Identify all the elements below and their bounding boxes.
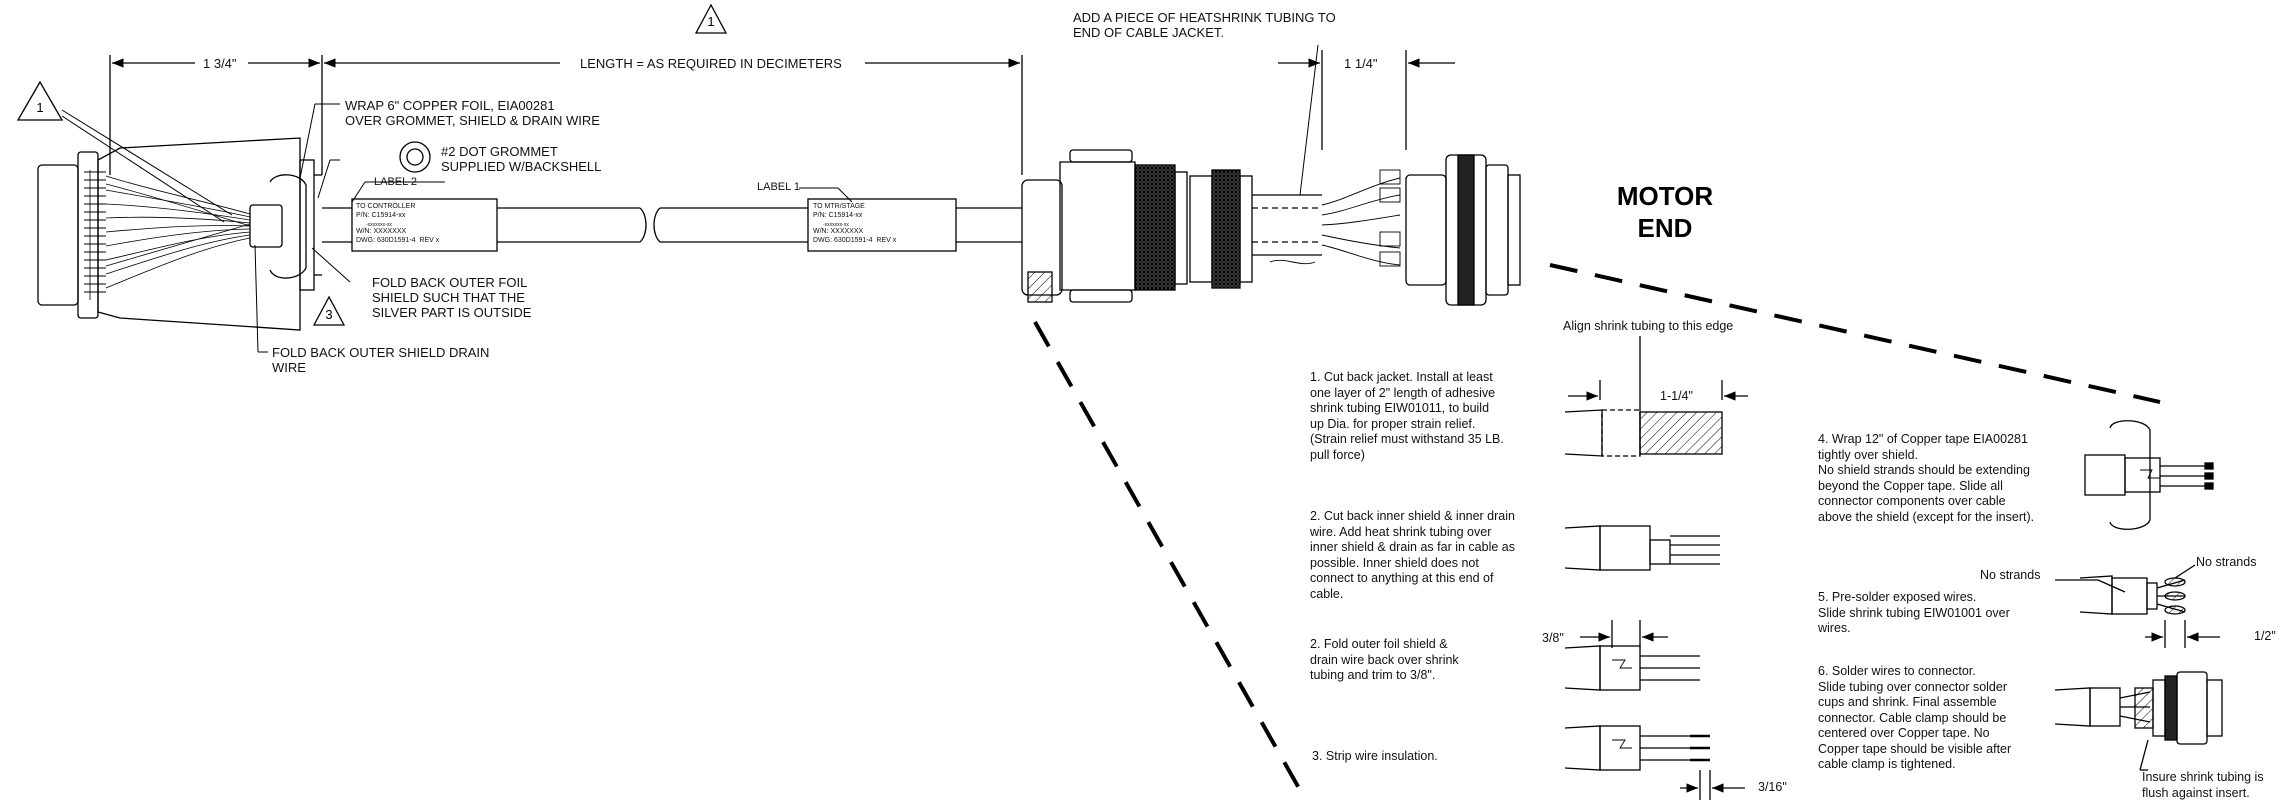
step2-figure [1564,525,1720,571]
label1-dwg: DWG: 630D1591-4 REV x [813,237,897,244]
step-2-text: 2. Cut back inner shield & inner drain w… [1310,509,1515,601]
label2-wn: W/N: XXXXXXX [356,228,407,235]
step1-figure [1564,336,1748,457]
align-note: Align shrink tubing to this edge [1563,319,1734,333]
label1-sub: -xxxxxxx-xx [823,222,849,228]
label1-tag: LABEL 1 [757,181,801,193]
step-6-text: 6. Solder wires to connector. Slide tubi… [1818,664,2012,771]
step-4-text: 4. Wrap 12" of Copper tape EIA00281 tigh… [1818,432,2035,524]
no-strands-right: No strands [2196,555,2257,569]
grommet-note: #2 DOT GROMMET SUPPLIED W/BACKSHELL [441,144,602,174]
dim-1-1-4: 1-1/4" [1660,389,1693,403]
label2-title: TO CONTROLLER [356,203,416,210]
heatshrink-note: ADD A PIECE OF HEATSHRINK TUBING TO END … [1073,10,1336,40]
note-triangle-mid-number: 3 [325,307,333,322]
dim-1-2: 1/2" [2254,629,2276,643]
label2-tag: LABEL 2 [374,176,418,188]
step-5-text: 5. Pre-solder exposed wires. Slide shrin… [1818,590,2010,635]
label2-pn: P/N: C15914-xx [356,212,406,219]
dimension-main-label: LENGTH = AS REQUIRED IN DECIMETERS [580,56,842,71]
note-triangle-mid [312,295,346,326]
detail-line-lower [1033,321,1302,791]
dim-3-16: 3/16" [1758,780,1787,794]
dimension-top [109,50,1455,175]
cable-left [322,198,1022,252]
step6-figure [2054,671,2223,771]
label1-wn: W/N: XXXXXXX [813,228,864,235]
step5-figure [2055,564,2220,648]
note-triangle-left-number: 1 [36,100,44,115]
step3-figure [1564,725,1745,800]
right-connector [1021,149,1521,306]
left-connector [37,137,322,331]
label2-sub: -xxxxxxx-xx [366,222,392,228]
label1-title: TO MTR/STAGE [813,203,865,210]
copper-foil-note: WRAP 6" COPPER FOIL, EIA00281 OVER GROMM… [345,98,600,128]
dim-3-8: 3/8" [1542,631,1564,645]
step4-figure [2084,420,2214,530]
dimension-right-label: 1 1/4" [1344,56,1378,71]
note-triangle-top-number: 1 [707,14,715,29]
step2b-figure [1564,620,1700,691]
fold-foil-note: FOLD BACK OUTER FOIL SHIELD SUCH THAT TH… [372,275,532,320]
fold-drain-note: FOLD BACK OUTER SHIELD DRAIN WIRE [272,345,490,375]
leader-lines-left [61,103,853,353]
detail-line-upper [1549,263,2161,404]
no-strands-left: No strands [1980,568,2041,582]
insure-note: Insure shrink tubing is flush against in… [2142,770,2264,800]
label1-pn: P/N: C15914-xx [813,212,863,219]
step-1-text: 1. Cut back jacket. Install at least one… [1310,370,1504,462]
grommet-icon [399,141,431,173]
step-2b-text: 2. Fold outer foil shield & drain wire b… [1310,637,1459,682]
note-triangle-left [16,80,64,121]
step-3-text: 3. Strip wire insulation. [1312,749,1438,763]
motor-end-title: MOTOR END [1616,181,1714,243]
dimension-left-label: 1 3/4" [203,56,237,71]
note-triangle-top [694,3,728,34]
heatshrink-leader [1299,44,1319,196]
label2-dwg: DWG: 630D1591-4 REV x [356,237,440,244]
